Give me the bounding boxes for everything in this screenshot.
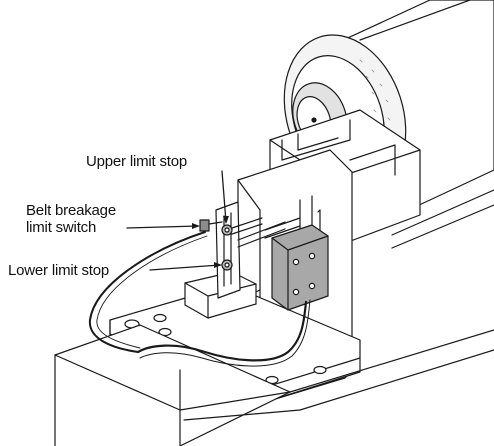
label-lower-limit-stop: Lower limit stop (8, 262, 110, 279)
leader-lines (126, 170, 227, 271)
belt-breakage-switch (199, 219, 223, 232)
actuator-rod (237, 221, 286, 248)
sensor-cable (136, 299, 311, 367)
upper-limit-stop (221, 217, 263, 236)
slotted-post (215, 201, 241, 299)
label-upper-limit-stop: Upper limit stop (86, 153, 188, 170)
sensor-block (271, 224, 329, 311)
label-belt-breakage-line2: limit switch (26, 219, 97, 236)
cable-loop (88, 231, 208, 353)
leader-upper-limit-stop (221, 170, 227, 223)
lower-limit-stop (221, 259, 233, 271)
leader-belt-breakage (126, 225, 199, 229)
leader-lower-limit-stop (149, 264, 221, 271)
machine-base (54, 324, 494, 446)
label-belt-breakage-line1: Belt breakage (26, 202, 116, 219)
